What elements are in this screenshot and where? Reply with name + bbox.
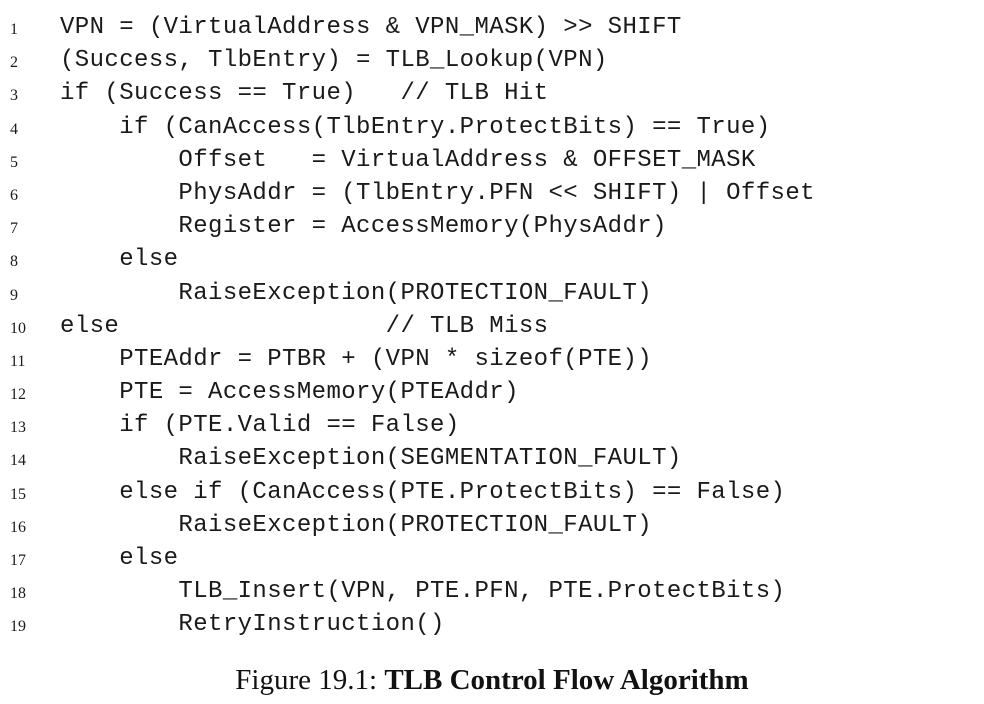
code-line-8: 8 else [0,243,984,276]
code-line-3: 3 if (Success == True) // TLB Hit [0,77,984,110]
line-code: RaiseException(SEGMENTATION_FAULT) [60,445,682,473]
caption-label: Figure 19.1: [235,664,378,696]
line-code: if (PTE.Valid == False) [60,412,460,440]
line-number: 17 [10,552,26,569]
line-code: (Success, TlbEntry) = TLB_Lookup(VPN) [60,47,608,75]
line-number: 8 [10,253,18,271]
code-listing: 1 VPN = (VirtualAddress & VPN_MASK) >> S… [0,11,984,642]
line-number: 15 [10,485,26,503]
line-number: 3 [10,87,18,105]
code-line-4: 4 if (CanAccess(TlbEntry.ProtectBits) ==… [0,111,984,144]
code-line-9: 9 RaiseException(PROTECTION_FAULT) [0,277,984,310]
line-number: 5 [10,153,18,171]
line-code: else if (CanAccess(PTE.ProtectBits) == F… [60,478,786,506]
line-number: 4 [10,120,18,138]
line-code: Register = AccessMemory(PhysAddr) [60,213,667,241]
code-line-17: 17 else [0,542,984,575]
line-code: RetryInstruction() [60,611,445,639]
line-number: 11 [10,352,26,370]
line-number: 1 [10,21,18,38]
code-line-15: 15 else if (CanAccess(PTE.ProtectBits) =… [0,476,984,509]
code-line-12: 12 PTE = AccessMemory(PTEAddr) [0,376,984,409]
code-line-6: 6 PhysAddr = (TlbEntry.PFN << SHIFT) | O… [0,177,984,210]
code-line-7: 7 Register = AccessMemory(PhysAddr) [0,210,984,243]
line-code: TLB_Insert(VPN, PTE.PFN, PTE.ProtectBits… [60,578,786,606]
code-line-16: 16 RaiseException(PROTECTION_FAULT) [0,509,984,542]
line-code: Offset = VirtualAddress & OFFSET_MASK [60,146,756,174]
line-code: if (Success == True) // TLB Hit [60,80,549,108]
line-number: 7 [10,220,18,238]
code-line-14: 14 RaiseException(SEGMENTATION_FAULT) [0,442,984,475]
line-number: 18 [10,585,26,603]
code-line-1: 1 VPN = (VirtualAddress & VPN_MASK) >> S… [0,11,984,44]
line-number: 6 [10,186,18,204]
line-number: 10 [10,319,26,337]
line-code: else [60,246,179,274]
line-code: VPN = (VirtualAddress & VPN_MASK) >> SHI… [60,14,682,41]
line-number: 9 [10,286,18,304]
code-line-11: 11 PTEAddr = PTBR + (VPN * sizeof(PTE)) [0,343,984,376]
line-code: PTEAddr = PTBR + (VPN * sizeof(PTE)) [60,345,653,373]
line-number: 14 [10,452,26,470]
caption-title: TLB Control Flow Algorithm [384,664,749,696]
line-number: 12 [10,386,26,404]
line-code: PTE = AccessMemory(PTEAddr) [60,379,519,407]
line-code: else // TLB Miss [60,312,549,340]
figure-caption: Figure 19.1: TLB Control Flow Algorithm [0,662,984,698]
line-code: RaiseException(PROTECTION_FAULT) [60,279,653,307]
line-code: if (CanAccess(TlbEntry.ProtectBits) == T… [60,113,771,141]
code-line-19: 19 RetryInstruction() [0,608,984,641]
code-line-13: 13 if (PTE.Valid == False) [0,409,984,442]
line-code: RaiseException(PROTECTION_FAULT) [60,511,653,539]
code-line-5: 5 Offset = VirtualAddress & OFFSET_MASK [0,144,984,177]
line-number: 19 [10,618,26,636]
line-number: 13 [10,419,26,437]
line-number: 16 [10,518,26,536]
line-code: PhysAddr = (TlbEntry.PFN << SHIFT) | Off… [60,179,815,207]
line-code: else [60,545,179,572]
code-line-10: 10 else // TLB Miss [0,310,984,343]
code-line-18: 18 TLB_Insert(VPN, PTE.PFN, PTE.ProtectB… [0,575,984,608]
line-number: 2 [10,54,18,72]
code-line-2: 2 (Success, TlbEntry) = TLB_Lookup(VPN) [0,44,984,77]
